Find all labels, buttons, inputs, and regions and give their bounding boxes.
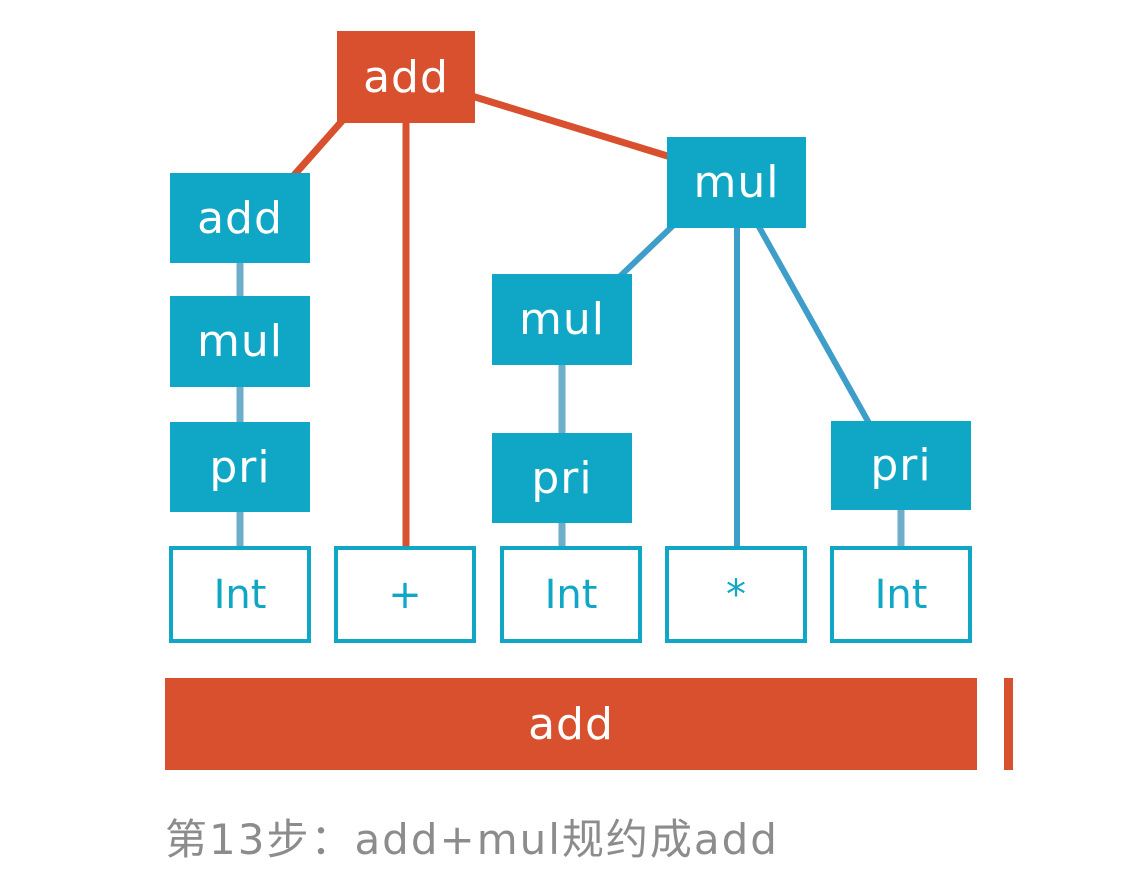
reduction-bar-label: add [528,698,614,750]
node-label: add [197,192,283,244]
node-label: mul [693,157,780,208]
edge-root-to-left-add [285,109,353,185]
terminal-int-2: Int [500,546,642,643]
edge-right-mul-to-right-pri [751,216,877,434]
terminal-label: * [726,571,746,618]
node-left-add: add [170,173,310,263]
reduction-bar: add [165,678,977,770]
edge-root-to-right-mul [460,89,702,170]
terminal-int-3: Int [830,546,972,643]
terminal-label: Int [874,571,928,618]
node-label: pri [209,441,271,493]
node-mid-pri: pri [492,433,632,523]
edge-right-mul-to-mid-mul [611,215,684,285]
terminal-plus: + [334,546,476,643]
node-label: mul [519,294,605,345]
step-caption: 第13步：add+mul规约成add [165,815,779,864]
accent-bar [1004,678,1013,770]
node-mid-mul: mul [492,274,632,365]
node-left-mul: mul [170,296,310,387]
terminal-label: Int [213,571,267,618]
node-label: mul [197,316,283,367]
node-left-pri: pri [170,422,310,512]
node-root-add: add [337,31,475,123]
node-label: pri [870,440,932,491]
terminal-star: * [665,546,807,643]
terminal-int-1: Int [169,546,311,643]
node-right-mul: mul [667,137,806,228]
node-label: add [363,51,449,103]
node-right-pri: pri [831,421,971,510]
terminal-label: Int [544,571,598,618]
terminal-label: + [388,571,422,618]
node-label: pri [531,452,593,504]
